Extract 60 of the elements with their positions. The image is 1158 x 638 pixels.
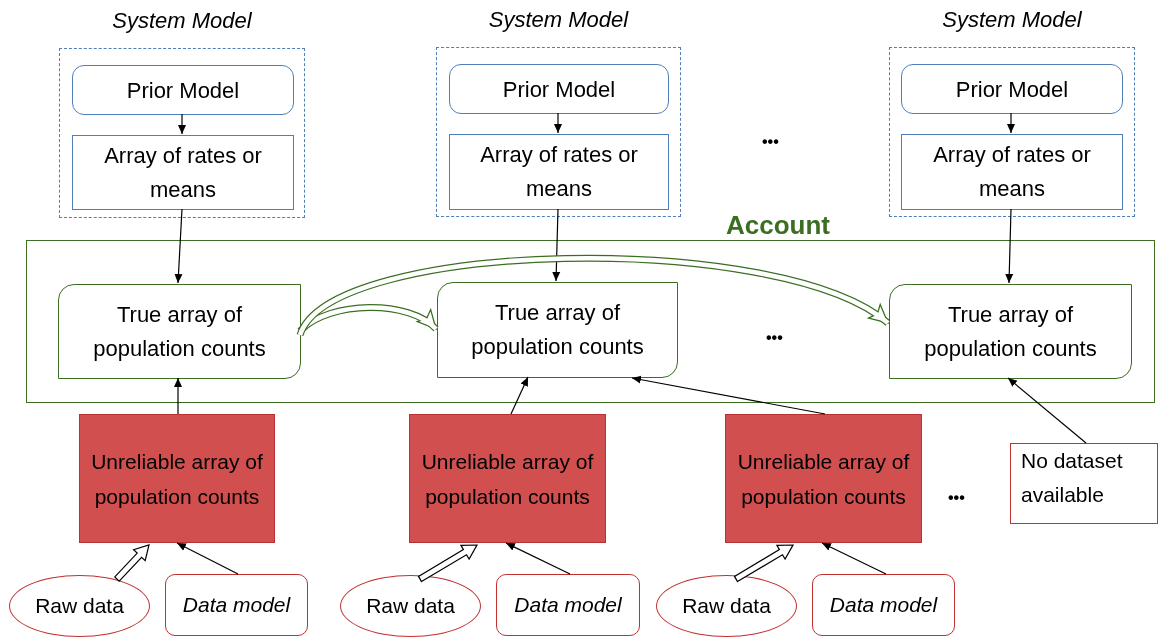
- node-label: Array of rates or means: [932, 141, 1092, 203]
- arrow: [1007, 377, 1087, 444]
- node-label: True array of population counts: [923, 300, 1098, 363]
- node-label: True array of population counts: [92, 300, 267, 363]
- ellipsis-mark: •••: [762, 132, 779, 152]
- node-label: Array of rates or means: [103, 141, 263, 204]
- block-arrow: [417, 544, 479, 583]
- node-label: Prior Model: [955, 75, 1069, 104]
- process-box: [72, 65, 294, 115]
- node-label: Data model: [514, 592, 622, 619]
- process-box: [58, 284, 301, 379]
- frame-title: System Model: [941, 6, 1083, 34]
- frame-title: System Model: [487, 6, 630, 34]
- ellipsis-mark: •••: [766, 328, 783, 348]
- process-box: [437, 282, 678, 378]
- arrow: [178, 113, 186, 135]
- node-label: No dataset available: [1021, 448, 1124, 508]
- node-label: Prior Model: [502, 75, 616, 104]
- process-box: [449, 134, 669, 210]
- node-label: Data model: [829, 592, 938, 619]
- process-box: [1010, 443, 1158, 524]
- arrow: [821, 542, 887, 575]
- process-box: [812, 574, 955, 636]
- arrow: [631, 375, 826, 415]
- node-label: Raw data: [35, 593, 124, 620]
- block-arrow: [113, 544, 150, 582]
- ellipsis-mark: •••: [948, 488, 965, 508]
- process-box: [725, 414, 922, 543]
- arrow: [1005, 208, 1014, 284]
- process-box: [72, 135, 294, 210]
- arrow: [174, 208, 183, 284]
- node-label: Array of rates or means: [479, 141, 639, 203]
- node-label: Prior Model: [126, 76, 240, 105]
- block-arrow: [733, 544, 795, 583]
- node-label: True array of population counts: [470, 299, 645, 361]
- arrow: [510, 376, 529, 415]
- process-box: [409, 414, 606, 543]
- block-arrow: [297, 304, 439, 334]
- node-label: Unreliable array of population counts: [90, 448, 264, 510]
- node-label: Unreliable array of population counts: [420, 448, 595, 510]
- frame-title: Account: [726, 210, 830, 240]
- arrow: [1007, 112, 1015, 134]
- process-box: [165, 574, 308, 636]
- process-box: [79, 414, 275, 543]
- process-box: [449, 64, 669, 114]
- block-arrow: [297, 255, 890, 338]
- node-label: Raw data: [682, 593, 771, 620]
- frame-title: System Model: [111, 7, 253, 35]
- arrow: [176, 542, 239, 575]
- process-box: [496, 574, 640, 636]
- process-box: [901, 64, 1123, 114]
- arrow: [174, 377, 182, 415]
- node-label: Unreliable array of population counts: [736, 448, 911, 510]
- node-label: Data model: [182, 592, 291, 619]
- arrow: [554, 112, 562, 134]
- process-box: [901, 134, 1123, 210]
- process-box: [889, 284, 1132, 379]
- arrow: [552, 208, 561, 282]
- arrow: [505, 542, 571, 575]
- node-label: Raw data: [366, 593, 455, 620]
